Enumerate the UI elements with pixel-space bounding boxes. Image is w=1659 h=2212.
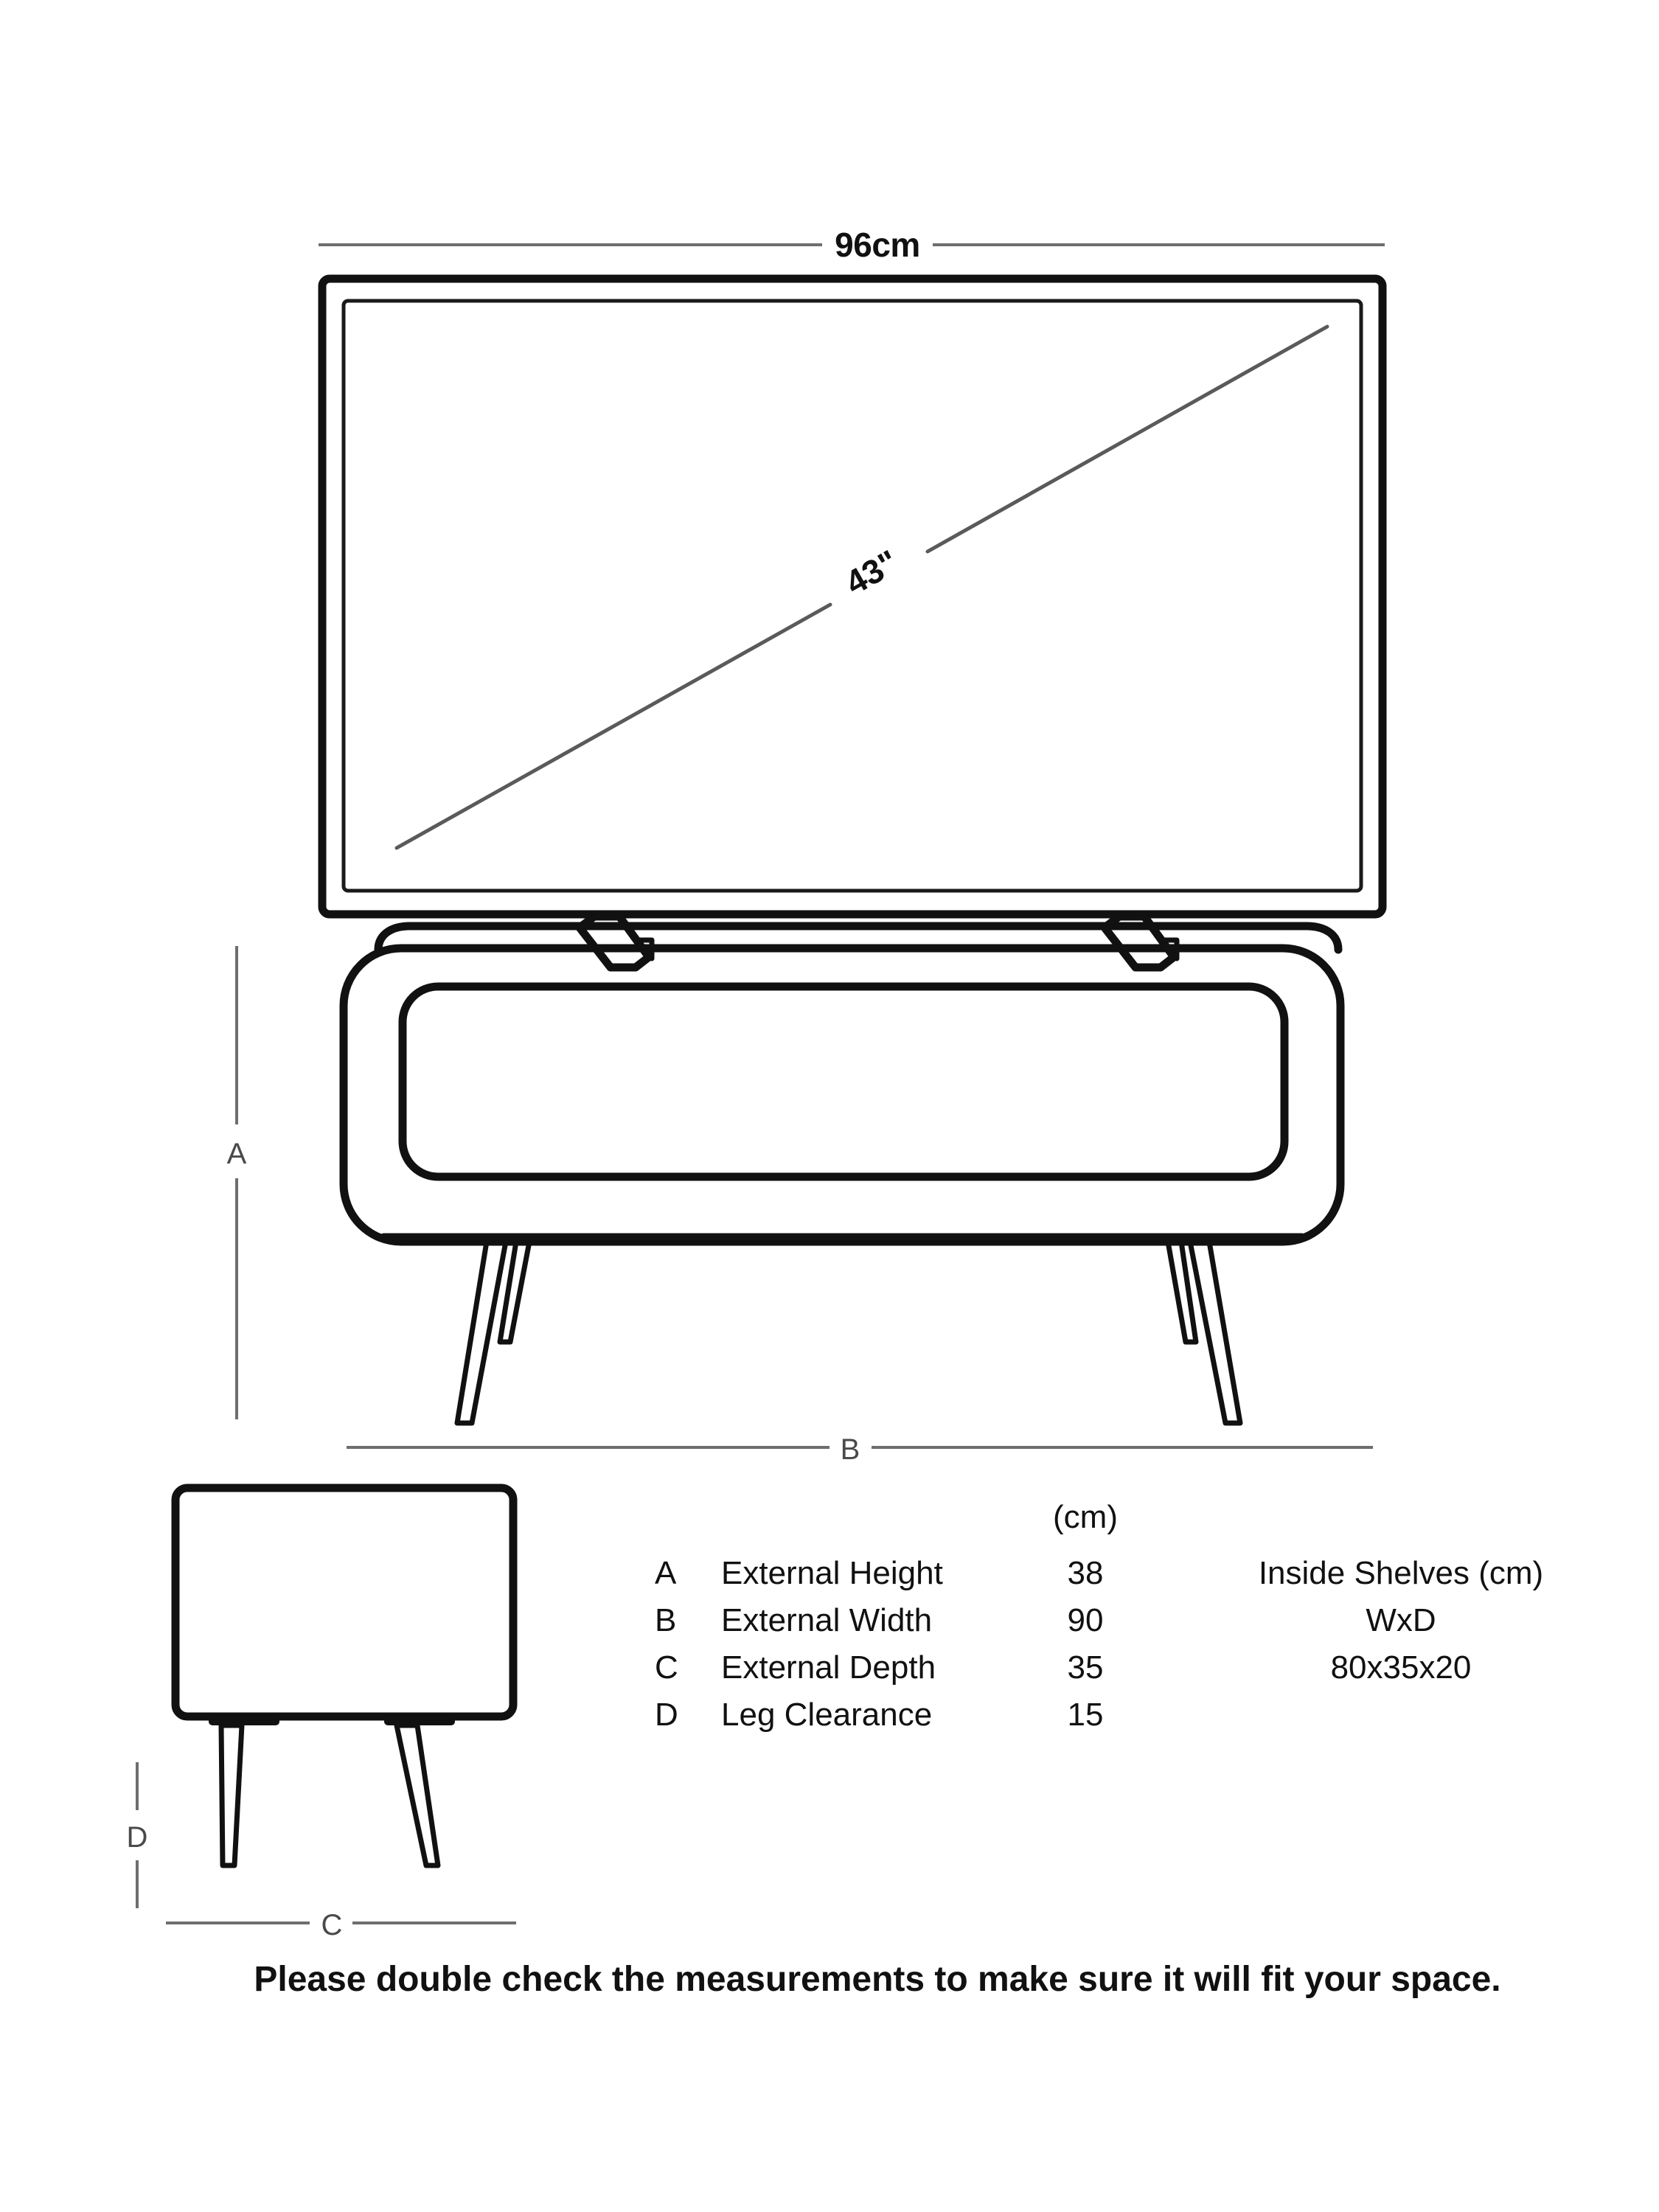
spec-row-c: C External Depth 35 bbox=[655, 1649, 1103, 1686]
stand-leg-rear-left-shape bbox=[497, 1239, 532, 1345]
spec-row-c-key: C bbox=[655, 1649, 678, 1686]
stand-shelf-opening bbox=[398, 982, 1289, 1181]
spec-row-b-key: B bbox=[655, 1602, 676, 1638]
spec-row-a-label: External Height bbox=[721, 1555, 943, 1591]
tv-stand-front-view bbox=[339, 922, 1345, 1426]
stand-leg-front-left bbox=[454, 1239, 509, 1426]
spec-row-b: B External Width 90 bbox=[655, 1602, 1103, 1638]
dimension-d-leg-clearance: D bbox=[127, 1762, 148, 1908]
stand-leg-front-right bbox=[1187, 1239, 1243, 1426]
tv-bezel bbox=[318, 274, 1387, 919]
stand-cabinet-body bbox=[339, 944, 1345, 1246]
spec-table: (cm) A External Height 38 B External Wid… bbox=[655, 1499, 1543, 1733]
spec-row-d-label: Leg Clearance bbox=[721, 1697, 932, 1733]
inside-shelves-title: Inside Shelves (cm) bbox=[1259, 1555, 1543, 1591]
stand-leg-front-left-shape bbox=[454, 1239, 509, 1426]
spec-row-a: A External Height 38 bbox=[655, 1555, 1103, 1591]
inside-shelves-value: 80x35x20 bbox=[1331, 1649, 1472, 1686]
stand-top-surface bbox=[374, 922, 1343, 954]
dimension-a-height: A bbox=[227, 946, 247, 1419]
stand-leg-rear-left bbox=[497, 1239, 532, 1345]
television: 43" bbox=[318, 274, 1387, 972]
side-leg-right bbox=[394, 1722, 441, 1868]
side-cabinet-body bbox=[171, 1484, 518, 1721]
tv-width-dimension: 96cm bbox=[319, 226, 1385, 264]
tv-foot-right-hook bbox=[1158, 937, 1180, 961]
inside-shelves-axes: WxD bbox=[1366, 1602, 1436, 1638]
dim-c-label: C bbox=[321, 1909, 343, 1941]
dimension-c-depth: C bbox=[166, 1909, 516, 1941]
spec-row-c-label: External Depth bbox=[721, 1649, 936, 1686]
tv-screen bbox=[341, 299, 1363, 893]
side-leg-left bbox=[218, 1722, 245, 1868]
spec-inside-shelves: Inside Shelves (cm) WxD 80x35x20 bbox=[1259, 1555, 1543, 1686]
footer-note: Please double check the measurements to … bbox=[254, 1960, 1500, 1999]
spec-unit-header: (cm) bbox=[1053, 1499, 1118, 1535]
spec-row-d: D Leg Clearance 15 bbox=[655, 1697, 1103, 1733]
spec-row-d-value: 15 bbox=[1068, 1697, 1104, 1733]
tv-diagonal-line-lower bbox=[394, 602, 832, 850]
spec-row-a-key: A bbox=[655, 1555, 677, 1591]
dim-b-label: B bbox=[841, 1433, 860, 1466]
tv-diagonal-line-upper bbox=[925, 324, 1329, 554]
tv-foot-left-hook bbox=[633, 937, 655, 961]
stand-leg-front-right-shape bbox=[1187, 1239, 1243, 1426]
spec-row-b-value: 90 bbox=[1068, 1602, 1104, 1638]
spec-row-c-value: 35 bbox=[1068, 1649, 1104, 1686]
tv-width-label: 96cm bbox=[835, 226, 920, 264]
spec-row-b-label: External Width bbox=[721, 1602, 932, 1638]
dim-d-label: D bbox=[127, 1821, 148, 1854]
tv-screen-size-label: 43" bbox=[839, 542, 905, 602]
dim-a-label: A bbox=[227, 1138, 247, 1170]
stand-leg-rear-right-shape bbox=[1165, 1239, 1199, 1345]
stand-leg-rear-right bbox=[1165, 1239, 1199, 1345]
spec-row-d-key: D bbox=[655, 1697, 678, 1733]
dimension-b-width: B bbox=[347, 1433, 1373, 1466]
spec-row-a-value: 38 bbox=[1068, 1555, 1104, 1591]
tv-stand-side-view bbox=[171, 1484, 518, 1868]
